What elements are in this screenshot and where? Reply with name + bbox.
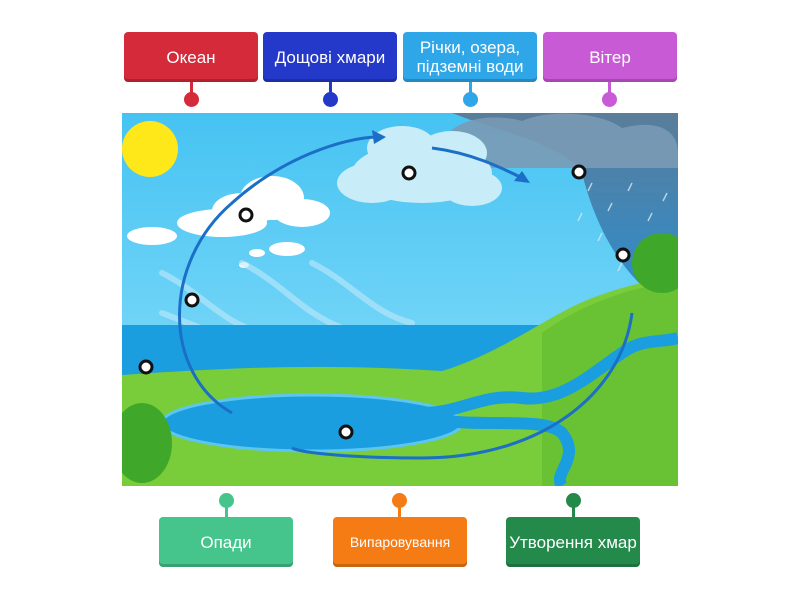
- label-wind[interactable]: Вітер: [543, 32, 677, 82]
- hill-right: [542, 283, 678, 486]
- pin-dot-cloud-formation: [566, 493, 581, 508]
- drop-target-3[interactable]: [138, 359, 154, 375]
- drop-target-7[interactable]: [615, 247, 631, 263]
- pin-dot-wind: [602, 92, 617, 107]
- pin-evaporation: [398, 505, 401, 517]
- drop-target-5[interactable]: [401, 165, 417, 181]
- drop-target-1[interactable]: [238, 207, 254, 223]
- river: [418, 332, 678, 486]
- label-ocean[interactable]: Океан: [124, 32, 258, 82]
- label-rain-clouds[interactable]: Дощові хмари: [263, 32, 397, 82]
- rain-drops: [577, 182, 668, 282]
- pin-ocean: [190, 82, 193, 94]
- label-precipitation[interactable]: Опади: [159, 517, 293, 567]
- drop-target-2[interactable]: [184, 292, 200, 308]
- pin-dot-ocean: [184, 92, 199, 107]
- pin-rain-clouds: [329, 82, 332, 94]
- lake: [160, 393, 464, 453]
- pin-cloud-formation: [572, 505, 575, 517]
- bushes: [122, 233, 678, 483]
- cycle-arrows: [178, 130, 634, 460]
- pin-dot-precipitation: [219, 493, 234, 508]
- pin-dot-evaporation: [392, 493, 407, 508]
- drop-target-6[interactable]: [571, 164, 587, 180]
- label-evaporation[interactable]: Випаровування: [333, 517, 467, 567]
- pin-dot-rain-clouds: [323, 92, 338, 107]
- label-cloud-formation[interactable]: Утворення хмар: [506, 517, 640, 567]
- sun: [122, 121, 178, 177]
- pin-dot-rivers: [463, 92, 478, 107]
- cloud-left: [127, 176, 330, 268]
- rain-cloud: [442, 113, 678, 168]
- water-cycle-illustration: [122, 113, 678, 486]
- drop-target-4[interactable]: [338, 424, 354, 440]
- pin-wind: [608, 82, 611, 94]
- cloud-center: [337, 126, 502, 206]
- pin-precipitation: [225, 505, 228, 517]
- label-rivers-lakes-groundwater[interactable]: Річки, озера, підземні води: [403, 32, 537, 82]
- pin-rivers: [469, 82, 472, 94]
